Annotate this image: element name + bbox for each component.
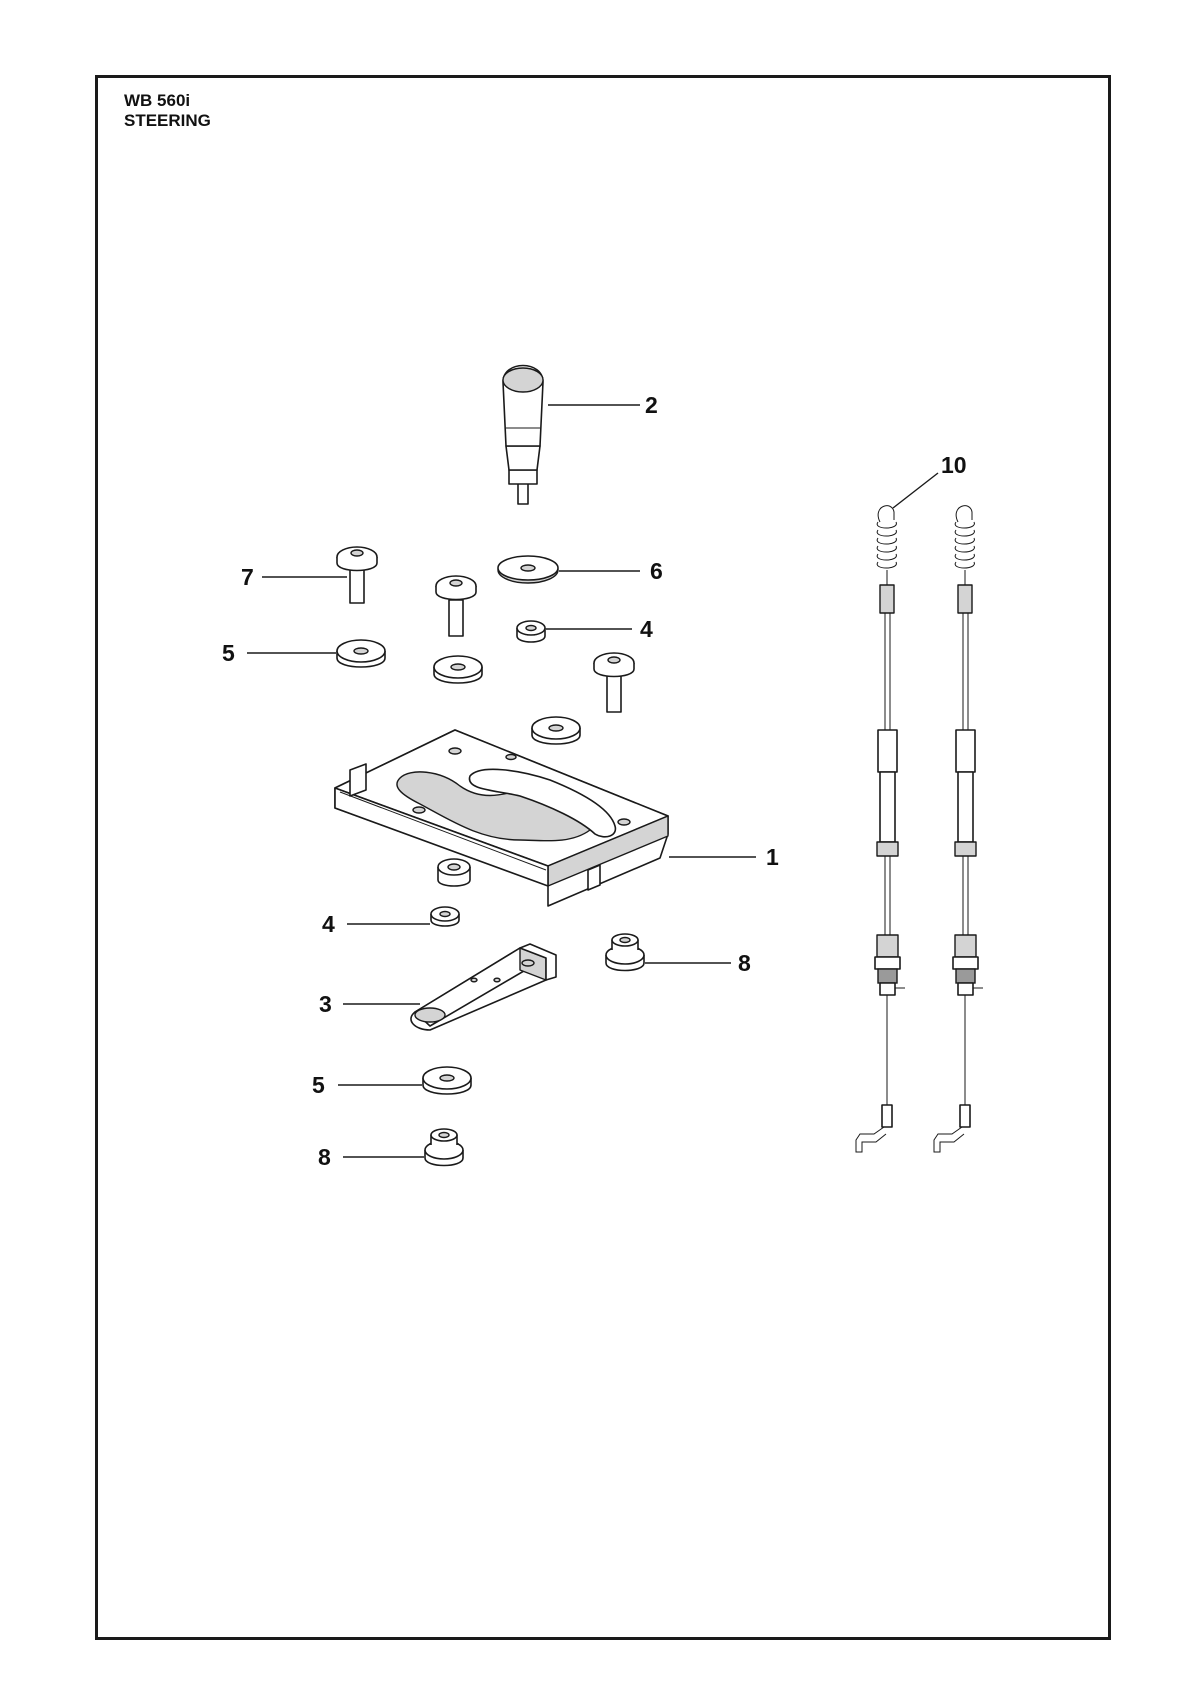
part-flange-nut-right: [605, 933, 645, 972]
callout-1: 1: [766, 844, 779, 870]
part-bracket-plate: [334, 729, 669, 907]
leader-10: [892, 472, 939, 509]
part-washer-right: [531, 716, 581, 745]
callout-10: 10: [941, 452, 967, 478]
part-knob: [502, 364, 544, 505]
callout-numbers: 2 10 7 6 4 5 1 4 8 3 5 8: [222, 392, 967, 1170]
callout-5-bottom: 5: [312, 1072, 325, 1098]
part-washer-middle: [433, 655, 483, 684]
part-cable-left: [855, 505, 905, 1153]
leader-lines: [247, 404, 939, 1158]
model-name: WB 560i: [124, 91, 191, 110]
drawing-header: WB 560i STEERING: [124, 91, 211, 131]
part-bolt-right: [593, 652, 635, 713]
part-flange-nut-bottom: [424, 1128, 464, 1167]
callout-2: 2: [645, 392, 658, 418]
part-washer-large: [497, 555, 559, 584]
callout-7: 7: [241, 564, 254, 590]
part-cable-right: [933, 505, 983, 1153]
callout-4-bottom: 4: [322, 911, 335, 937]
part-arm-bracket: [410, 943, 557, 1031]
part-washer-left: [336, 639, 386, 668]
callout-6: 6: [650, 558, 663, 584]
callout-8-bottom: 8: [318, 1144, 331, 1170]
callout-8-right: 8: [738, 950, 751, 976]
part-bolt-left: [336, 546, 378, 604]
callout-3: 3: [319, 991, 332, 1017]
part-spacer-top: [516, 620, 546, 643]
callout-4-top: 4: [640, 616, 653, 642]
callout-5-top: 5: [222, 640, 235, 666]
part-spacer-bottom: [430, 906, 460, 927]
part-nut-under-plate: [437, 858, 471, 887]
section-title: STEERING: [124, 111, 211, 130]
part-washer-bottom: [422, 1066, 472, 1095]
part-bolt-middle: [435, 575, 477, 637]
